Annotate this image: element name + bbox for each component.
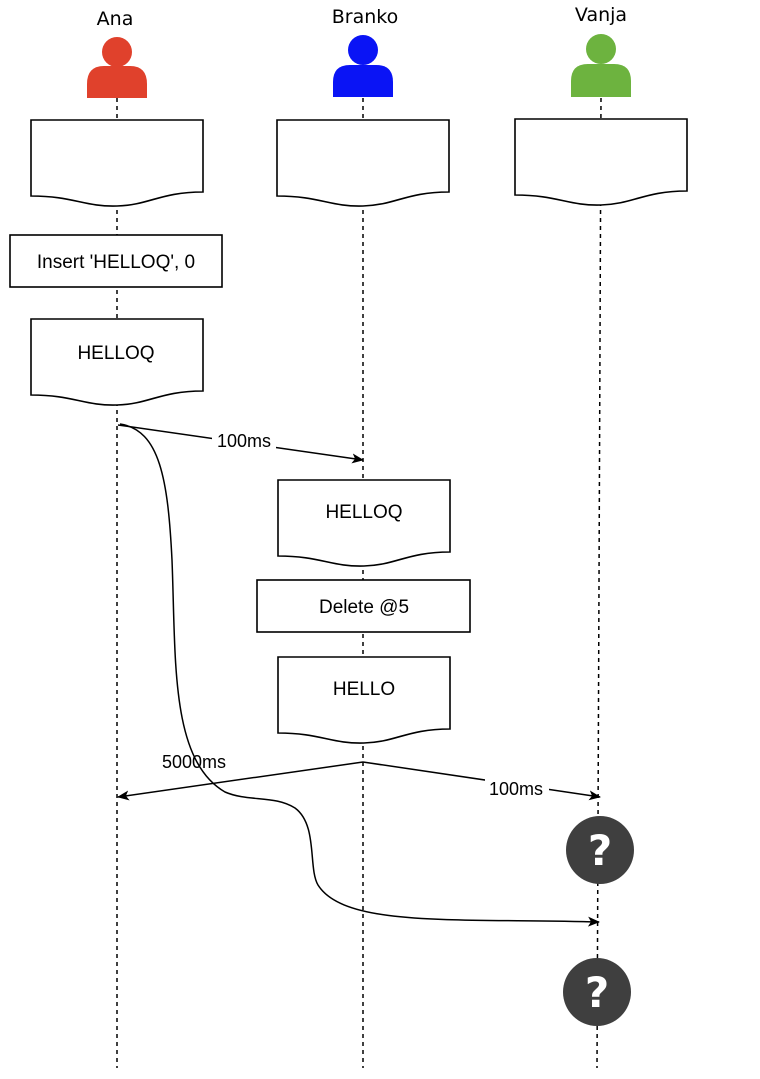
question-mark: ? (585, 968, 609, 1017)
document-label: HELLOQ (325, 502, 402, 523)
question-icon (566, 816, 634, 884)
document-branko-after-delete: HELLO (277, 656, 451, 744)
message-ana-to-branko: 100ms (117, 424, 364, 464)
message-ana-to-vanja (119, 423, 600, 927)
message-label: 100ms (489, 779, 543, 799)
operation-label: Insert 'HELLOQ', 0 (37, 252, 195, 273)
actor-vanja: Vanja (571, 4, 631, 97)
actor-ana: Ana (87, 8, 147, 98)
document-ana-initial (30, 119, 204, 207)
message-branko-to-ana: 5000ms (117, 752, 364, 801)
document-branko-received: HELLOQ (277, 479, 451, 567)
message-label: 100ms (217, 431, 271, 451)
operation-branko-delete: Delete @5 (256, 579, 471, 633)
document-vanja-initial (514, 118, 688, 206)
message-label: 5000ms (162, 752, 226, 772)
message-branko-to-vanja: 100ms (362, 761, 601, 801)
question-icon (563, 958, 631, 1026)
document-branko-initial (276, 119, 450, 207)
document-ana-after-insert: HELLOQ (30, 318, 204, 406)
label-background (212, 429, 276, 451)
arrow (117, 761, 364, 801)
document-label: HELLO (333, 679, 395, 700)
operation-ana-insert: Insert 'HELLOQ', 0 (9, 234, 223, 288)
actor-vanja-name: Vanja (575, 4, 627, 26)
operation-label: Delete @5 (319, 597, 409, 618)
unknown-state-2: ? (563, 958, 631, 1026)
unknown-state-1: ? (566, 816, 634, 884)
lifeline-vanja (596, 97, 602, 1069)
label-background (485, 776, 549, 798)
actor-ana-name: Ana (97, 8, 134, 30)
user-icon (571, 34, 631, 97)
arrow (362, 761, 601, 801)
user-icon (87, 37, 147, 98)
user-icon (333, 35, 393, 97)
actor-branko-name: Branko (332, 6, 398, 28)
document-label: HELLOQ (77, 343, 154, 364)
actor-branko: Branko (332, 6, 398, 97)
question-mark: ? (588, 826, 612, 875)
